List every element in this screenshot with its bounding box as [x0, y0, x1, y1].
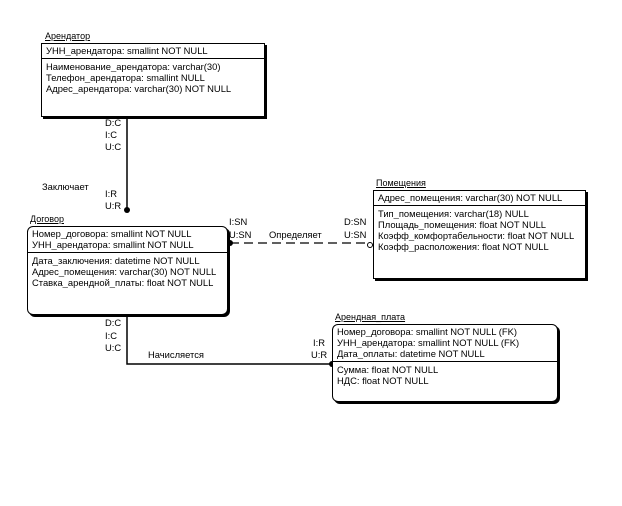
primary-key-section: Адрес_помещения: varchar(30) NOT NULL [374, 191, 585, 206]
relationship-name-opredelyaet: Определяет [269, 229, 322, 240]
rule-label: U:C [105, 141, 122, 152]
rule-label: I:R [105, 188, 117, 199]
rule-label: I:SN [229, 216, 248, 227]
rule-label: U:SN [344, 229, 367, 240]
attribute-section: Сумма: float NOT NULL НДС: float NOT NUL… [333, 362, 557, 388]
attribute: Сумма: float NOT NULL [337, 364, 439, 375]
pk-attribute: Адрес_помещения: varchar(30) NOT NULL [378, 192, 563, 203]
attribute: Телефон_арендатора: smallint NULL [46, 72, 205, 83]
attribute: Ставка_арендной_платы: float NOT NULL [32, 277, 214, 288]
rule-label: I:C [105, 330, 117, 341]
pk-attribute: Номер_договора: smallint NOT NULL (FK) [337, 326, 517, 337]
attribute: Адрес_арендатора: varchar(30) NOT NULL [46, 83, 232, 94]
primary-key-section: УНН_арендатора: smallint NOT NULL [42, 44, 264, 59]
relationship-optional-diamond [367, 242, 373, 248]
attribute: Тип_помещения: varchar(18) NULL [378, 208, 529, 219]
attribute: Адрес_помещения: varchar(30) NOT NULL [32, 266, 217, 277]
entity-arendnaya-plata[interactable]: Номер_договора: smallint NOT NULL (FK) У… [332, 324, 558, 402]
rule-label: I:R [313, 337, 325, 348]
rule-label: D:C [105, 317, 122, 328]
relationship-line-nachislyaetsya[interactable] [126, 316, 332, 365]
rule-label: U:R [311, 349, 328, 360]
pk-attribute: УНН_арендатора: smallint NOT NULL [46, 45, 208, 56]
entity-title-dogovor: Договор [30, 214, 64, 224]
primary-key-section: Номер_договора: smallint NOT NULL УНН_ар… [28, 227, 227, 253]
relationship-end-dot [124, 207, 130, 213]
rule-label: U:C [105, 342, 122, 353]
rule-label: I:C [105, 129, 117, 140]
attribute-section: Наименование_арендатора: varchar(30) Тел… [42, 59, 264, 96]
pk-attribute: УНН_арендатора: smallint NOT NULL (FK) [337, 337, 520, 348]
rule-label: U:R [105, 200, 122, 211]
pk-attribute: Номер_договора: smallint NOT NULL [32, 228, 192, 239]
entity-dogovor[interactable]: Номер_договора: smallint NOT NULL УНН_ар… [27, 226, 228, 315]
pk-attribute: УНН_арендатора: smallint NOT NULL [32, 239, 194, 250]
entity-pomeshcheniya[interactable]: Адрес_помещения: varchar(30) NOT NULL Ти… [373, 190, 586, 279]
entity-title-arendator: Арендатор [45, 31, 91, 41]
rule-label: U:SN [229, 229, 252, 240]
attribute: Коэфф_расположения: float NOT NULL [378, 241, 549, 252]
relationship-end-dot [227, 240, 233, 246]
attribute: Площадь_помещения: float NOT NULL [378, 219, 547, 230]
entity-title-pomeshcheniya: Помещения [376, 178, 426, 188]
relationship-name-nachislyaetsya: Начисляется [148, 349, 204, 360]
attribute: НДС: float NOT NULL [337, 375, 429, 386]
attribute-section: Тип_помещения: varchar(18) NULL Площадь_… [374, 206, 585, 254]
rule-label: D:C [105, 117, 122, 128]
rule-label: D:SN [344, 216, 367, 227]
attribute: Наименование_арендатора: varchar(30) [46, 61, 221, 72]
relationship-name-zaklyuchaet: Заключает [42, 181, 89, 192]
attribute-section: Дата_заключения: datetime NOT NULL Адрес… [28, 253, 227, 290]
pk-attribute: Дата_оплаты: datetime NOT NULL [337, 348, 485, 359]
primary-key-section: Номер_договора: smallint NOT NULL (FK) У… [333, 325, 557, 362]
attribute: Дата_заключения: datetime NOT NULL [32, 255, 200, 266]
entity-title-arendnaya-plata: Арендная_плата [335, 312, 406, 322]
attribute: Коэфф_комфортабельности: float NOT NULL [378, 230, 575, 241]
entity-arendator[interactable]: УНН_арендатора: smallint NOT NULL Наимен… [41, 43, 265, 117]
